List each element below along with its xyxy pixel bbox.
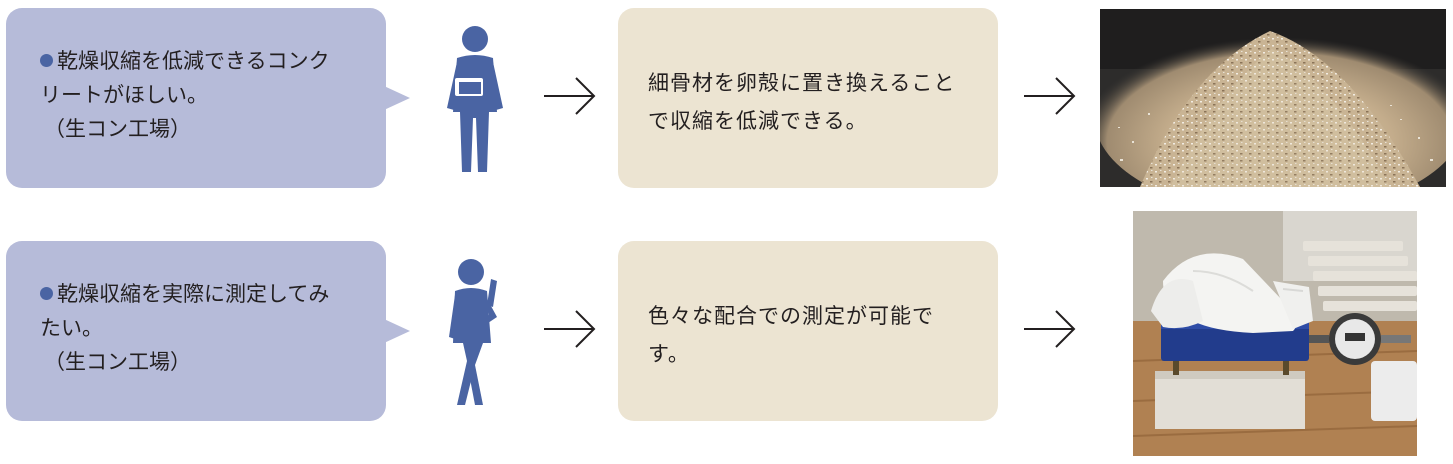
need-source: （生コン工場） — [44, 350, 191, 374]
bubble-tail — [384, 319, 410, 343]
bullet-dot-icon — [40, 54, 53, 67]
need-bubble: 乾燥収縮を実際に測定してみ たい。 （生コン工場） — [6, 241, 386, 421]
need-line-2: リートがほしい。 — [40, 83, 208, 107]
eggshell-aggregate-photo — [1100, 9, 1446, 187]
right-arrow-icon — [1022, 76, 1078, 116]
need-line-1: 乾燥収縮を低減できるコンク — [40, 44, 366, 78]
need-bubble: 乾燥収縮を低減できるコンク リートがほしい。 （生コン工場） — [6, 8, 386, 188]
need-text-1: 乾燥収縮を低減できるコンク — [57, 49, 330, 73]
person-icon — [437, 22, 513, 174]
person-icon — [437, 255, 513, 407]
right-arrow-icon — [542, 76, 598, 116]
need-line-2: たい。 — [40, 316, 103, 340]
right-arrow-icon — [542, 309, 598, 349]
right-arrow-icon — [1022, 309, 1078, 349]
need-text-1: 乾燥収縮を実際に測定してみ — [57, 282, 330, 306]
need-line-1: 乾燥収縮を実際に測定してみ — [40, 277, 366, 311]
answer-box: 細骨材を卵殻に置き換えることで収縮を低減できる。 — [618, 8, 998, 188]
bullet-dot-icon — [40, 287, 53, 300]
need-source: （生コン工場） — [44, 117, 191, 141]
answer-box: 色々な配合での測定が可能です。 — [618, 241, 998, 421]
bubble-tail — [384, 86, 410, 110]
shrinkage-measurement-photo — [1133, 211, 1417, 456]
